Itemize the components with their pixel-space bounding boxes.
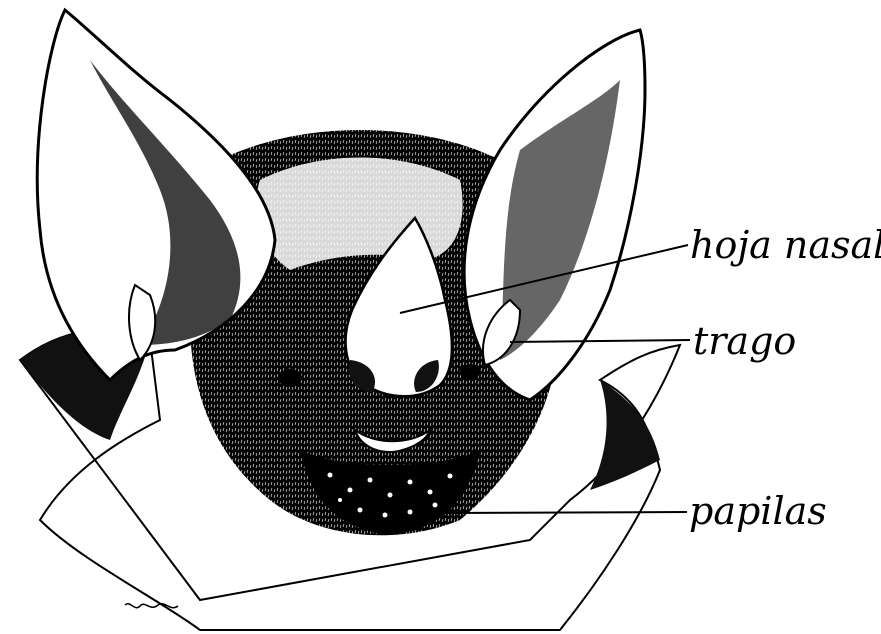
leader-line-papillae	[445, 512, 687, 513]
right-eye	[460, 364, 480, 380]
label-tragus: trago	[693, 322, 796, 360]
label-nose-leaf: hoja nasal	[690, 226, 881, 264]
label-papillae: papilas	[689, 492, 827, 530]
left-eye	[278, 369, 302, 387]
